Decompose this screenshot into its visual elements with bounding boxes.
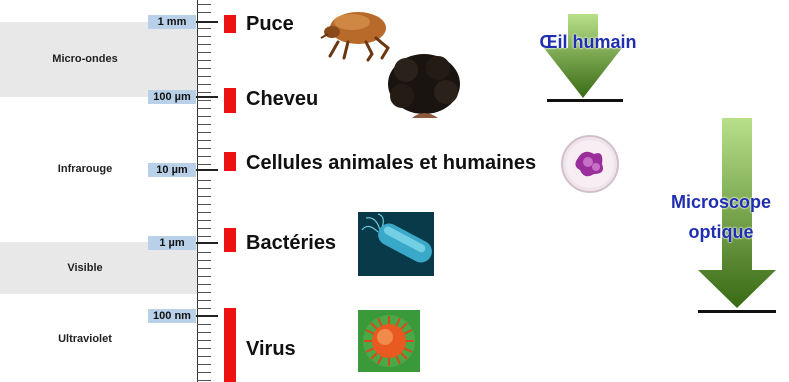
- minor-tick: [197, 132, 211, 133]
- minor-tick: [197, 284, 211, 285]
- minor-tick: [197, 148, 211, 149]
- band-label-infrarouge: Infrarouge: [0, 163, 170, 175]
- minor-tick: [197, 324, 211, 325]
- size-bar-cheveu: [224, 88, 236, 113]
- minor-tick: [197, 108, 211, 109]
- minor-tick: [197, 348, 211, 349]
- major-tick-10um: [196, 169, 218, 171]
- minor-tick: [197, 68, 211, 69]
- organism-label-virus: Virus: [246, 338, 296, 361]
- minor-tick: [197, 220, 211, 221]
- band-label-ultraviolet: Ultraviolet: [0, 333, 170, 345]
- major-tick-100nm: [196, 315, 218, 317]
- minor-tick: [197, 300, 211, 301]
- minor-tick: [197, 12, 211, 13]
- minor-tick: [197, 76, 211, 77]
- minor-tick: [197, 84, 211, 85]
- organism-label-bacteries: Bactéries: [246, 232, 336, 255]
- minor-tick: [197, 196, 211, 197]
- minor-tick: [197, 204, 211, 205]
- major-tick-100um: [196, 96, 218, 98]
- hair-icon: [386, 54, 462, 118]
- microscope-range-arrow-icon: [692, 118, 782, 314]
- tick-label-100nm: 100 nm: [148, 309, 196, 323]
- major-tick-1mm: [196, 21, 218, 23]
- minor-tick: [197, 268, 211, 269]
- minor-tick: [197, 28, 211, 29]
- minor-tick: [197, 188, 211, 189]
- size-bar-cellules: [224, 152, 236, 171]
- organism-label-cheveu: Cheveu: [246, 88, 318, 111]
- minor-tick: [197, 212, 211, 213]
- band-label-visible: Visible: [0, 262, 170, 274]
- minor-tick: [197, 380, 211, 381]
- tick-label-100um: 100 µm: [148, 90, 196, 104]
- major-tick-1um: [196, 242, 218, 244]
- minor-tick: [197, 116, 211, 117]
- minor-tick: [197, 364, 211, 365]
- white-blood-cell-icon: [560, 134, 620, 194]
- bacteria-icon: [358, 212, 434, 276]
- range-title-microscope-line1: Microscope: [656, 192, 786, 213]
- minor-tick: [197, 92, 211, 93]
- tick-label-1um: 1 µm: [148, 236, 196, 250]
- minor-tick: [197, 180, 211, 181]
- minor-tick: [197, 4, 211, 5]
- minor-tick: [197, 236, 211, 237]
- minor-tick: [197, 356, 211, 357]
- minor-tick: [197, 164, 211, 165]
- minor-tick: [197, 276, 211, 277]
- organism-label-puce: Puce: [246, 13, 294, 36]
- minor-tick: [197, 140, 211, 141]
- minor-tick: [197, 340, 211, 341]
- range-title-microscope-line2: optique: [656, 222, 786, 243]
- band-label-micro-ondes: Micro-ondes: [0, 53, 170, 65]
- minor-tick: [197, 124, 211, 125]
- minor-tick: [197, 156, 211, 157]
- virus-icon: [358, 310, 420, 372]
- tick-label-1mm: 1 mm: [148, 15, 196, 29]
- minor-tick: [197, 260, 211, 261]
- size-bar-puce: [224, 15, 236, 33]
- flea-icon: [318, 4, 394, 62]
- minor-tick: [197, 52, 211, 53]
- size-bar-bacteries: [224, 228, 236, 252]
- minor-tick: [197, 44, 211, 45]
- range-title-oeil: Œil humain: [518, 32, 658, 53]
- size-bar-virus: [224, 308, 236, 382]
- minor-tick: [197, 292, 211, 293]
- minor-tick: [197, 228, 211, 229]
- minor-tick: [197, 100, 211, 101]
- minor-tick: [197, 308, 211, 309]
- organism-label-cellules: Cellules animales et humaines: [246, 152, 536, 175]
- minor-tick: [197, 60, 211, 61]
- tick-label-10um: 10 µm: [148, 163, 196, 177]
- minor-tick: [197, 332, 211, 333]
- minor-tick: [197, 252, 211, 253]
- eye-range-arrow-icon: [540, 14, 630, 106]
- minor-tick: [197, 36, 211, 37]
- minor-tick: [197, 372, 211, 373]
